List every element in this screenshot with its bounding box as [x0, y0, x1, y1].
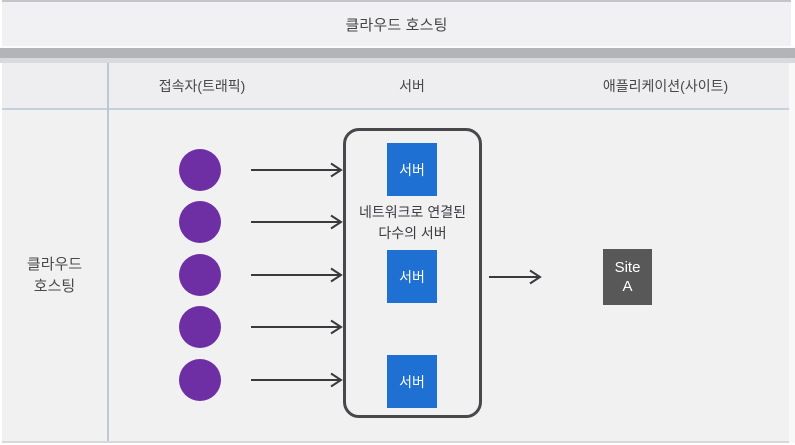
server-node-label: 서버	[399, 373, 425, 390]
row-label-line2: 호스팅	[33, 277, 76, 295]
row-label-line1: 클라우드	[26, 255, 83, 273]
row-label-cloud-hosting: 클라우드 호스팅	[2, 110, 107, 441]
server-cluster-caption: 네트워크로 연결된 다수의 서버	[346, 202, 479, 244]
server-node: 서버	[387, 143, 437, 196]
arrow-right-icon	[251, 319, 343, 335]
visitor-circle	[179, 306, 221, 348]
visitor-circle	[179, 359, 221, 401]
server-node-label: 서버	[399, 161, 425, 178]
right-margin	[789, 63, 795, 443]
column-header-traffic: 접속자(트래픽)	[158, 77, 246, 94]
site-a-box: Site A	[603, 249, 652, 305]
column-header-server: 서버	[399, 77, 425, 94]
server-cluster-box: 서버 네트워크로 연결된 다수의 서버 서버 서버	[343, 128, 482, 418]
site-label-line1: Site	[614, 259, 641, 276]
divider-bar	[0, 48, 795, 58]
divider-strip	[0, 58, 795, 63]
table-header-row: 접속자(트래픽) 서버 애플리케이션(사이트)	[2, 63, 789, 110]
column-divider-line	[107, 63, 109, 441]
server-node: 서버	[387, 250, 437, 303]
visitor-circle	[179, 149, 221, 191]
arrow-right-icon	[251, 214, 343, 230]
arrow-right-icon	[251, 162, 343, 178]
arrow-right-icon	[489, 269, 542, 285]
visitor-circle	[179, 254, 221, 296]
server-node: 서버	[387, 355, 437, 408]
server-node-label: 서버	[399, 268, 425, 285]
arrow-right-icon	[251, 267, 343, 283]
caption-line1: 네트워크로 연결된	[359, 204, 466, 220]
caption-line2: 다수의 서버	[378, 225, 447, 241]
page-title: 클라우드 호스팅	[345, 16, 448, 34]
visitor-circle	[179, 201, 221, 243]
title-bar: 클라우드 호스팅	[2, 0, 791, 46]
arrow-right-icon	[251, 372, 343, 388]
site-label-line2: A	[622, 278, 633, 295]
divider-gap	[0, 46, 795, 48]
column-header-application: 애플리케이션(사이트)	[602, 77, 729, 94]
